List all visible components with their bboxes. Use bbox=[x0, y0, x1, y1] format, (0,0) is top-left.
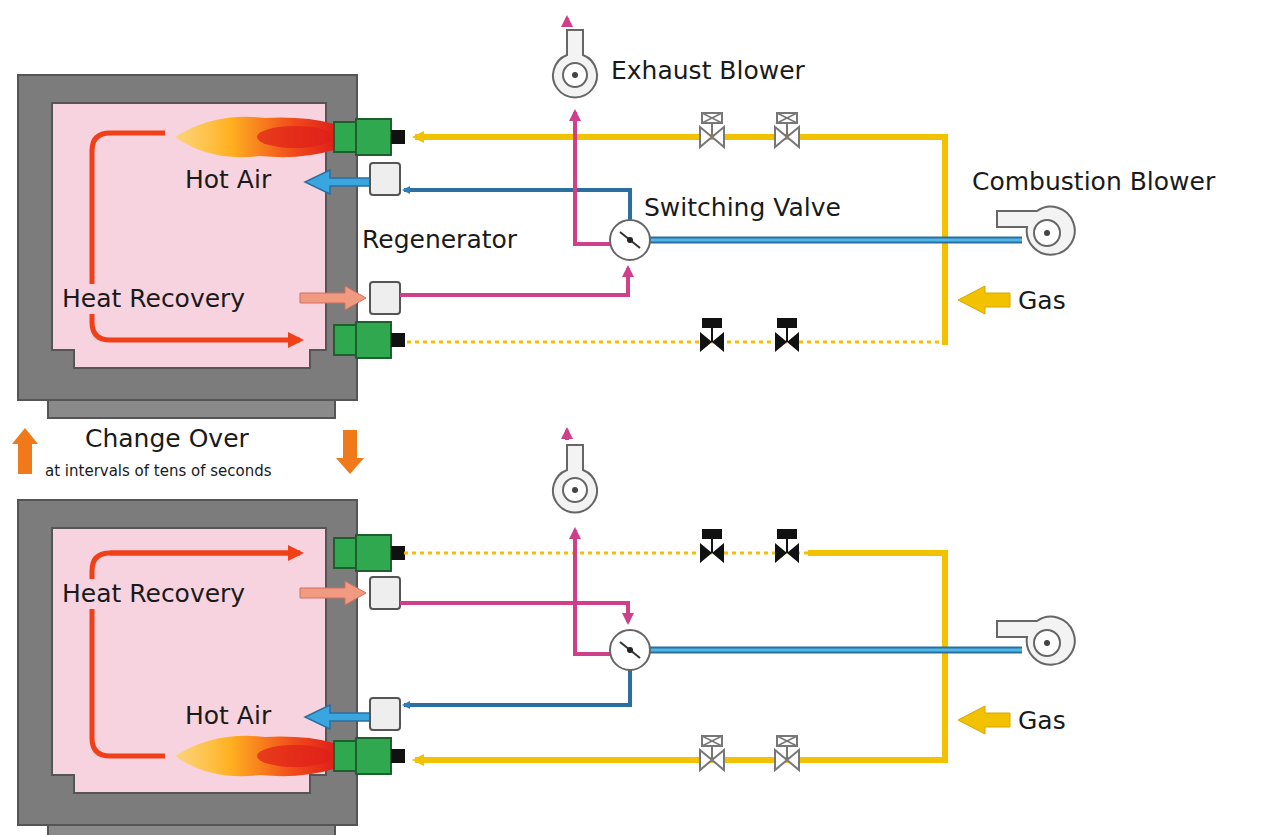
part-label: Regenerator bbox=[362, 225, 517, 255]
part-label: Combustion Blower bbox=[972, 167, 1215, 197]
part-label: Exhaust Blower bbox=[611, 56, 805, 86]
note-text: at intervals of tens of seconds bbox=[45, 461, 272, 481]
furnace-chamber: Hot AirHeat Recovery bbox=[18, 75, 357, 418]
part-label: Gas bbox=[1018, 706, 1066, 736]
furnace-chamber: Heat RecoveryHot Air bbox=[18, 500, 357, 835]
flow-label: Hot Air bbox=[183, 165, 273, 195]
flow-label: Hot Air bbox=[183, 701, 273, 731]
flow-label: Heat Recovery bbox=[60, 284, 247, 314]
part-label: Gas bbox=[1018, 286, 1066, 316]
part-label: Change Over bbox=[85, 424, 249, 454]
part-label: Switching Valve bbox=[644, 193, 841, 223]
flow-label: Heat Recovery bbox=[60, 579, 247, 609]
